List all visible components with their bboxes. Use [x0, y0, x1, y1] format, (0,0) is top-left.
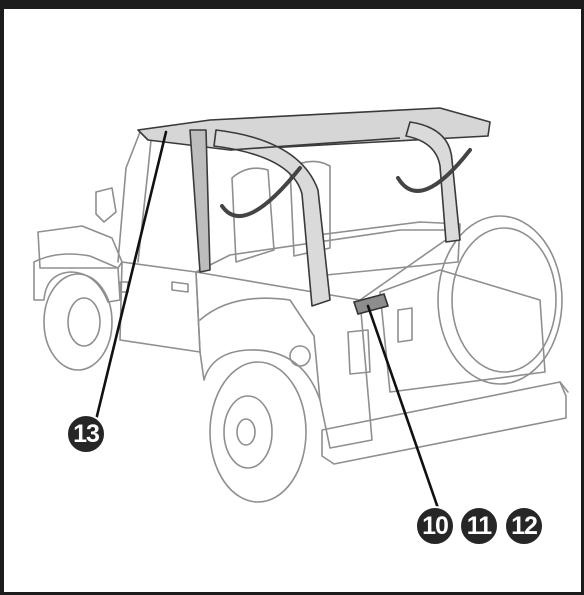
callout-13: 13 — [66, 414, 106, 454]
rear-fender — [199, 297, 321, 401]
leader-line-13 — [94, 130, 168, 422]
roll-bar-rear-hoop — [405, 121, 461, 243]
tailgate-bar-bracket — [352, 293, 390, 315]
front-seat — [231, 167, 275, 263]
body-side — [195, 271, 373, 449]
leader-line-10 — [366, 304, 442, 516]
rear-wheel-hub — [236, 418, 256, 446]
side-mirror — [95, 187, 117, 223]
roll-bar-main-hoop — [213, 129, 331, 307]
front-wheel — [43, 273, 113, 371]
callout-10: 10 — [415, 506, 455, 546]
rear-wheel — [209, 361, 307, 503]
tailgate-handle — [397, 307, 413, 343]
front-fender — [33, 253, 121, 303]
spare-tire-inner — [451, 227, 557, 373]
windshield-frame — [117, 129, 153, 263]
callout-12: 12 — [504, 506, 544, 546]
front-wheel-hub — [67, 297, 101, 347]
hood-outline — [37, 225, 123, 269]
rear-bumper — [321, 381, 567, 465]
tailgate — [379, 269, 546, 393]
roll-bar-front-post — [189, 129, 211, 273]
strap-left — [220, 166, 302, 218]
roll-bar-rail — [229, 137, 401, 151]
spare-tire — [437, 215, 563, 385]
body-top — [195, 229, 461, 301]
door-handle — [171, 281, 189, 293]
tail-light — [347, 329, 371, 375]
strap-right — [396, 148, 472, 193]
rear-wheel-rim — [223, 395, 273, 469]
callout-11: 11 — [459, 506, 499, 546]
fuel-cap — [289, 345, 311, 367]
